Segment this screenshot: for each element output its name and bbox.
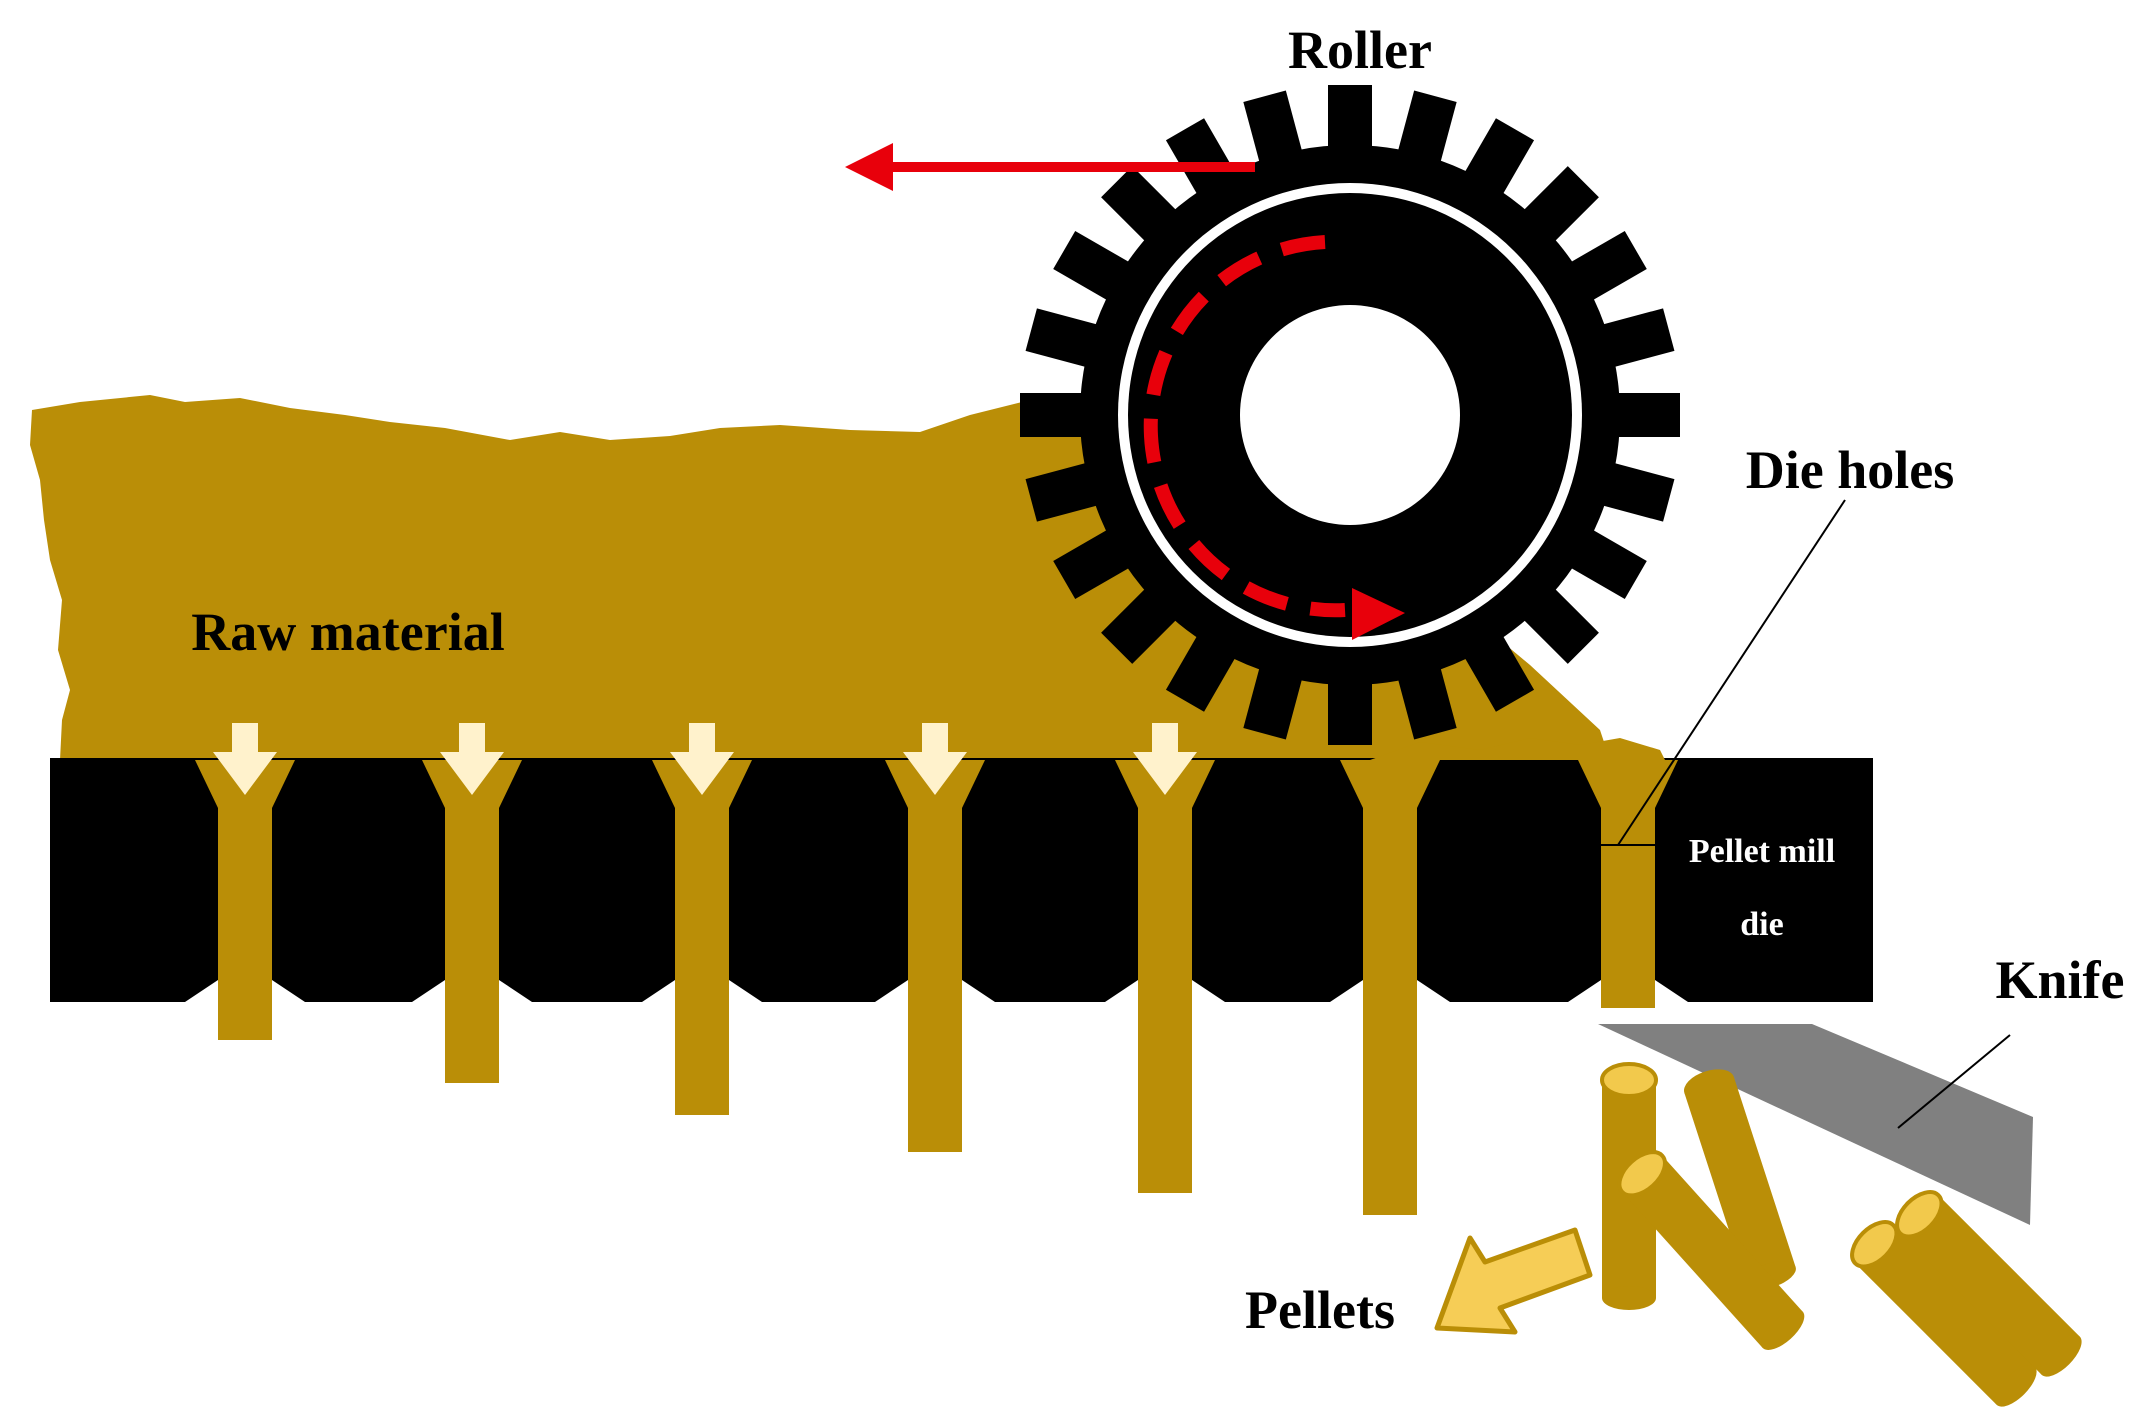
dashed-rotation-arrow-icon <box>1143 235 1346 618</box>
down-left-arrow-icon <box>1434 1227 1593 1335</box>
label-die-holes: Die holes <box>1746 440 1955 500</box>
travel-arrowhead <box>845 143 893 191</box>
die-material-layer <box>1370 738 1665 760</box>
rotation-arrowhead <box>1352 588 1405 640</box>
pellet <box>1850 1220 2037 1407</box>
roller-bore <box>1240 305 1460 525</box>
pellets <box>1600 1062 2082 1407</box>
label-pellet-mill-die-line1: Pellet mill <box>1689 833 1835 870</box>
label-pellets: Pellets <box>1245 1280 1395 1340</box>
knife-leader <box>1897 1034 2011 1129</box>
down-arrow-icon <box>440 723 504 795</box>
die-holes-leader <box>1617 499 1846 846</box>
label-knife: Knife <box>1996 950 2125 1010</box>
label-raw-material: Raw material <box>191 602 504 662</box>
roller <box>1020 85 1680 745</box>
pellet <box>1895 1190 2082 1377</box>
label-roller: Roller <box>1288 20 1432 80</box>
feed-arrows <box>213 723 1197 795</box>
die-hole <box>652 760 752 1115</box>
down-arrow-icon <box>1133 723 1197 795</box>
roller-travel-arrow <box>845 143 1255 191</box>
down-arrow-icon <box>670 723 734 795</box>
down-arrow-icon <box>213 723 277 795</box>
down-arrow-icon <box>903 723 967 795</box>
label-pellet-mill-die-line2: die <box>1740 906 1783 943</box>
pellet <box>1617 1150 1805 1350</box>
die-hole <box>1340 760 1440 1215</box>
die-hole <box>1115 760 1215 1193</box>
